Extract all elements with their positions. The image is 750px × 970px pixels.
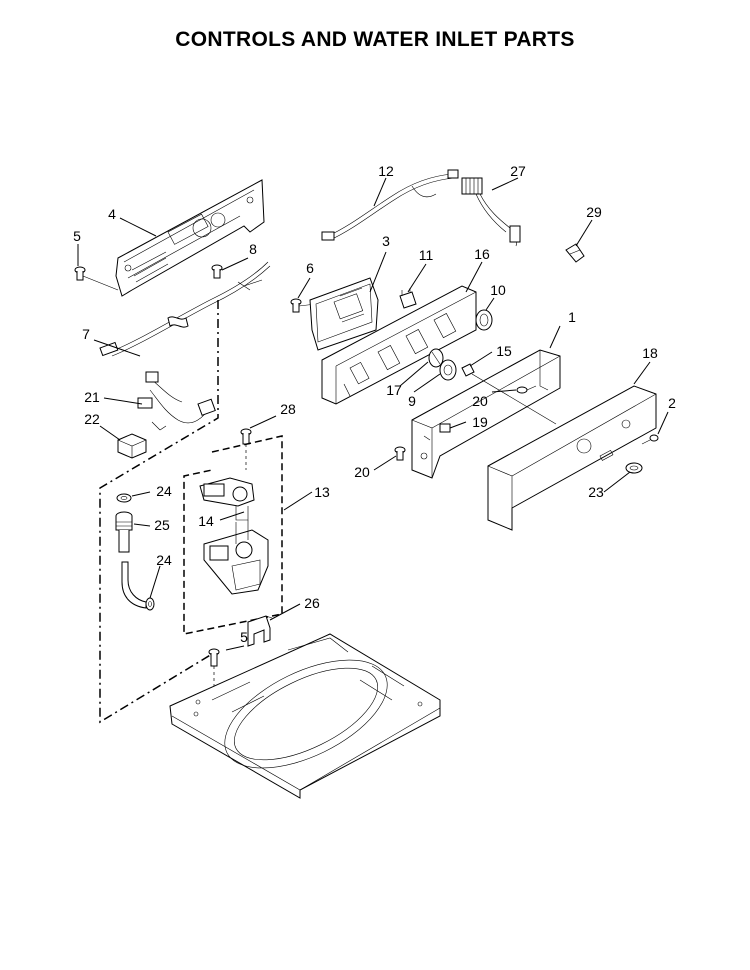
part-screw-lower bbox=[208, 648, 220, 694]
callout-27: 27 bbox=[510, 163, 526, 179]
callout-7: 7 bbox=[82, 326, 90, 342]
part-screw-28 bbox=[240, 428, 252, 470]
part-connector-27 bbox=[461, 177, 521, 247]
part-clip-19 bbox=[439, 423, 451, 433]
callout-10: 10 bbox=[490, 282, 506, 298]
callout-6: 6 bbox=[306, 260, 314, 276]
callout-12: 12 bbox=[378, 163, 394, 179]
callout-26: 26 bbox=[304, 595, 320, 611]
part-wire-harness-12 bbox=[321, 169, 459, 241]
part-rear-console-panel bbox=[115, 179, 265, 297]
callout-1: 1 bbox=[568, 309, 576, 325]
callout-15: 15 bbox=[496, 343, 512, 359]
part-screw-6 bbox=[290, 298, 317, 313]
inlet-assembly-boundary bbox=[183, 435, 283, 635]
part-console-base bbox=[321, 285, 477, 405]
routing-line-left bbox=[99, 300, 219, 724]
diagram-title: CONTROLS AND WATER INLET PARTS bbox=[175, 28, 575, 51]
part-water-valve-lower bbox=[203, 520, 269, 595]
part-connector-block bbox=[117, 433, 147, 459]
callout-5-bottom: 5 bbox=[240, 629, 248, 645]
part-bezel-ring bbox=[625, 462, 643, 474]
callout-28: 28 bbox=[280, 401, 296, 417]
part-wire-connectors bbox=[137, 371, 216, 431]
callout-11: 11 bbox=[419, 247, 434, 263]
part-screw-20-lower bbox=[394, 446, 406, 461]
callout-20-lower: 20 bbox=[354, 464, 370, 480]
callout-2: 2 bbox=[668, 395, 676, 411]
part-screw-8 bbox=[211, 264, 223, 279]
callout-16: 16 bbox=[474, 246, 490, 262]
callout-29: 29 bbox=[586, 204, 602, 220]
callout-14: 14 bbox=[198, 513, 214, 529]
part-knob-17 bbox=[428, 348, 444, 368]
alignment-line bbox=[471, 373, 557, 425]
callout-19: 19 bbox=[472, 414, 488, 430]
part-knob-9 bbox=[439, 359, 457, 381]
callout-24-lower: 24 bbox=[156, 552, 172, 568]
part-control-board bbox=[309, 277, 379, 351]
part-hose-with-washer bbox=[121, 561, 155, 611]
part-switch-11 bbox=[399, 288, 417, 309]
leader-lines bbox=[77, 177, 669, 651]
callout-21: 21 bbox=[84, 389, 100, 405]
callout-labels: 1 2 3 4 5 5 6 7 8 9 10 11 12 13 14 15 16… bbox=[73, 163, 676, 645]
callout-3: 3 bbox=[382, 233, 390, 249]
part-spring-15 bbox=[461, 363, 475, 377]
part-knob-cap bbox=[475, 309, 493, 331]
part-bracket bbox=[247, 615, 273, 647]
callout-4: 4 bbox=[108, 206, 116, 222]
part-inlet-fitting bbox=[115, 511, 133, 553]
callout-24-upper: 24 bbox=[156, 483, 172, 499]
part-screw-2 bbox=[641, 434, 659, 445]
callout-18: 18 bbox=[642, 345, 658, 361]
part-screw-top-left bbox=[74, 266, 119, 291]
part-clip bbox=[565, 243, 585, 263]
callout-5-top: 5 bbox=[73, 228, 81, 244]
part-base-top-frame bbox=[169, 633, 441, 799]
part-wire-harness bbox=[99, 261, 271, 357]
callout-20-upper: 20 bbox=[472, 393, 488, 409]
callout-8: 8 bbox=[249, 241, 257, 257]
callout-13: 13 bbox=[314, 484, 330, 500]
callout-25: 25 bbox=[154, 517, 170, 533]
part-water-valve-upper bbox=[199, 477, 255, 521]
callout-23: 23 bbox=[588, 484, 604, 500]
callout-9: 9 bbox=[408, 393, 416, 409]
part-front-console-panel bbox=[487, 385, 657, 531]
part-washer-upper bbox=[116, 493, 132, 503]
callout-22: 22 bbox=[84, 411, 100, 427]
part-screw-20-upper bbox=[516, 385, 537, 394]
callout-17: 17 bbox=[386, 382, 402, 398]
